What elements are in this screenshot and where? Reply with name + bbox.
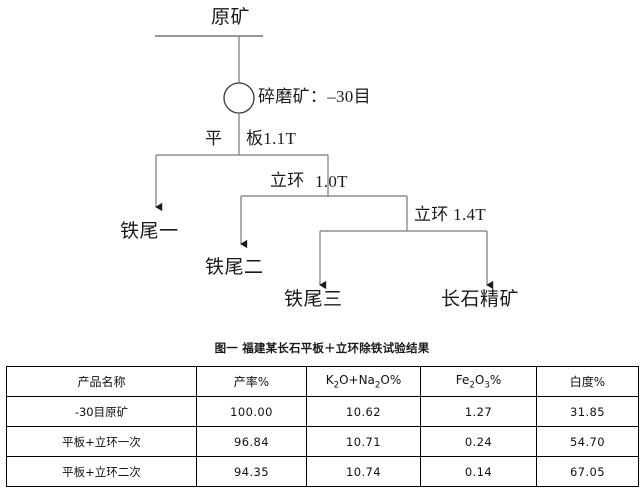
cell-alkali: 10.74 (306, 456, 421, 487)
alkali-sub1: 2 (333, 380, 340, 391)
header-alkali-oxides: K2O+Na2O% (306, 366, 421, 397)
results-table: 产品名称 产率% K2O+Na2O% Fe2O3% 白度% -30目原矿 100… (6, 366, 639, 487)
header-product-name: 产品名称 (6, 366, 197, 397)
node-feed-ore: 原矿 (211, 7, 251, 28)
cell-yield: 94.35 (196, 456, 307, 487)
label-stage3: 立环 1.4T (414, 205, 486, 224)
table-header-row: 产品名称 产率% K2O+Na2O% Fe2O3% 白度% (6, 366, 639, 397)
iron-mid: O (474, 372, 485, 387)
iron-pre: Fe (455, 372, 470, 387)
cell-alkali: 10.71 (306, 426, 421, 457)
table-row: 平板+立环一次 96.84 10.71 0.24 54.70 (6, 426, 639, 457)
cell-whiteness: 31.85 (536, 396, 639, 427)
label-stage1-left: 平 (205, 129, 223, 148)
cell-product-name: 平板+立环二次 (6, 456, 197, 487)
cell-product-name: -30目原矿 (6, 396, 197, 427)
label-stage2-left: 立环 (270, 171, 305, 190)
cell-product-name: 平板+立环一次 (6, 426, 197, 457)
alkali-pre: K (325, 372, 334, 387)
cell-iron: 0.14 (420, 456, 537, 487)
cell-iron: 0.24 (420, 426, 537, 457)
node-feldspar-concentrate: 长石精矿 (441, 289, 520, 310)
alkali-mid: O+Na (339, 372, 375, 387)
header-iron-oxide: Fe2O3% (420, 366, 537, 397)
figure-caption: 图一 福建某长石平板＋立环除铁试验结果 (214, 341, 430, 355)
iron-sub2: 3 (484, 380, 490, 391)
results-table-container: 产品名称 产率% K2O+Na2O% Fe2O3% 白度% -30目原矿 100… (6, 366, 639, 487)
iron-sub1: 2 (469, 380, 475, 391)
header-whiteness: 白度% (536, 366, 639, 397)
header-yield: 产率% (196, 366, 307, 397)
cell-whiteness: 67.05 (536, 456, 639, 487)
cell-yield: 96.84 (196, 426, 307, 457)
cell-alkali: 10.62 (306, 396, 421, 427)
table-row: -30目原矿 100.00 10.62 1.27 31.85 (6, 396, 639, 427)
grinding-circle (223, 82, 255, 114)
cell-yield: 100.00 (196, 396, 307, 427)
node-tailing-2: 铁尾二 (205, 257, 264, 278)
flowchart-connectors (155, 35, 494, 290)
label-grinding: 碎磨矿：–30目 (258, 87, 371, 106)
node-tailing-1: 铁尾一 (120, 221, 179, 242)
iron-post: % (489, 372, 502, 387)
label-stage2-right: 1.0T (315, 172, 348, 191)
cell-iron: 1.27 (420, 396, 537, 427)
alkali-sub2: 2 (374, 380, 381, 391)
node-tailing-3: 铁尾三 (284, 289, 343, 310)
flowchart-diagram: 原矿 碎磨矿：–30目 平 板1.1T 立环 1.0T 立环 1.4T 铁尾一 … (120, 7, 520, 310)
label-stage1-right: 板1.1T (246, 129, 297, 148)
alkali-post: O% (380, 372, 402, 387)
cell-whiteness: 54.70 (536, 426, 639, 457)
table-row: 平板+立环二次 94.35 10.74 0.14 67.05 (6, 456, 639, 487)
